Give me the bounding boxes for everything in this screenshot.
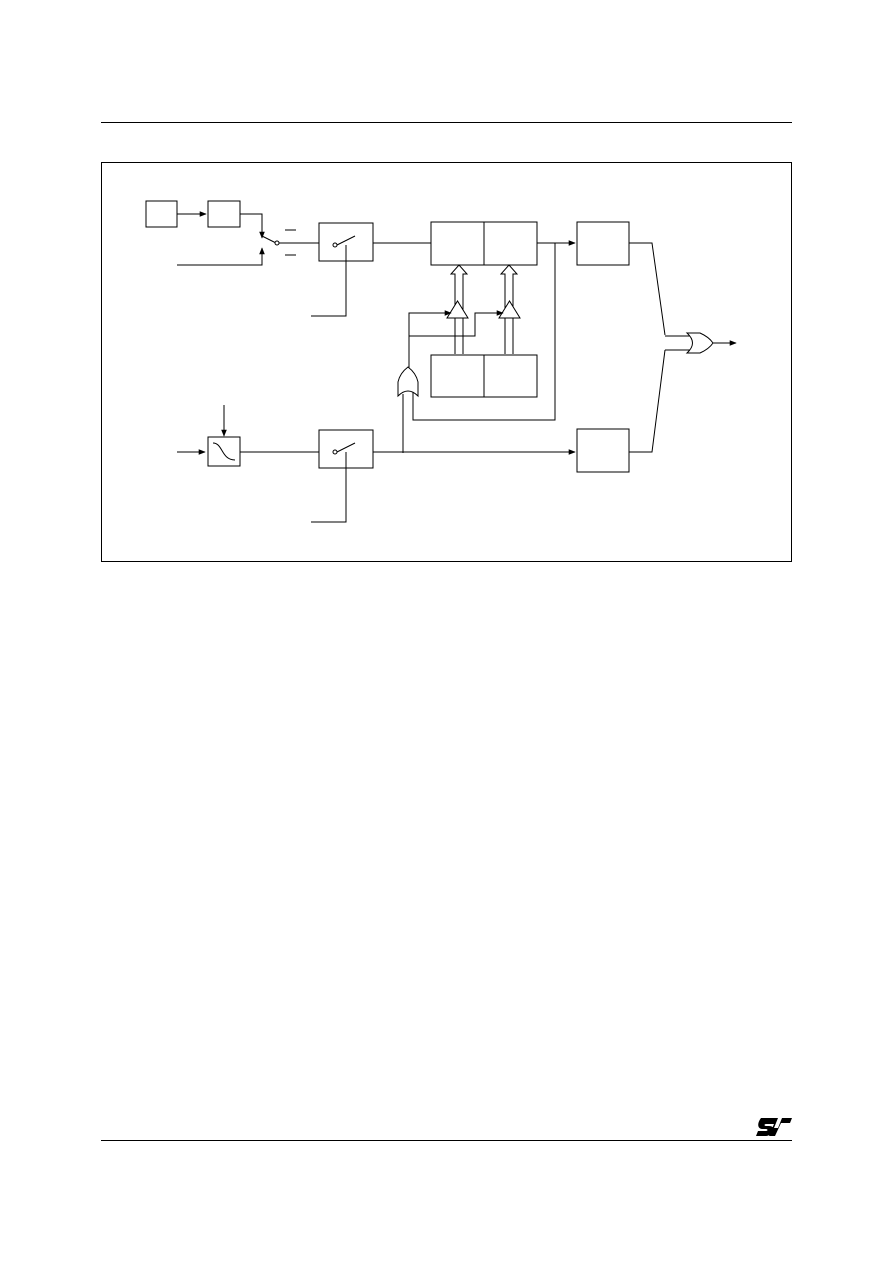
wire-comparator-loop [405,310,452,375]
filter-curve-icon [212,442,236,461]
selector-contact [261,235,277,244]
comparator-left [446,300,469,319]
register-lower-right [483,354,538,398]
st-logo-icon [756,1118,792,1136]
wire-input-selector [177,247,265,266]
wire-register-feedback [412,243,556,421]
output-block-upper [576,221,630,266]
selector-pivot [274,240,280,246]
wire-lower-to-or [629,349,666,453]
register-lower-left [430,354,485,398]
register-upper-left [430,221,485,266]
switch-upper-pivot [332,242,338,248]
filter-block [207,436,241,467]
comparator-right [498,300,521,319]
output-block-lower [576,428,630,473]
wire-source2-selector [240,213,265,239]
switch-lower-blade [336,442,356,453]
wire-comparator-chain [409,310,504,337]
source-block-2 [207,200,241,228]
wire-upper-to-or [629,242,666,336]
or-gate-output [685,332,714,354]
footer-rule [101,1140,792,1141]
or-gate-comparator [397,366,419,398]
source-block-1 [145,200,178,228]
block-diagram-frame [101,162,792,562]
switch-upper-control [311,245,347,317]
switch-upper-blade [336,235,356,246]
switch-lower-control [311,452,347,523]
register-upper-right [483,221,538,266]
switch-lower-pivot [332,449,338,455]
header-rule [101,122,792,123]
